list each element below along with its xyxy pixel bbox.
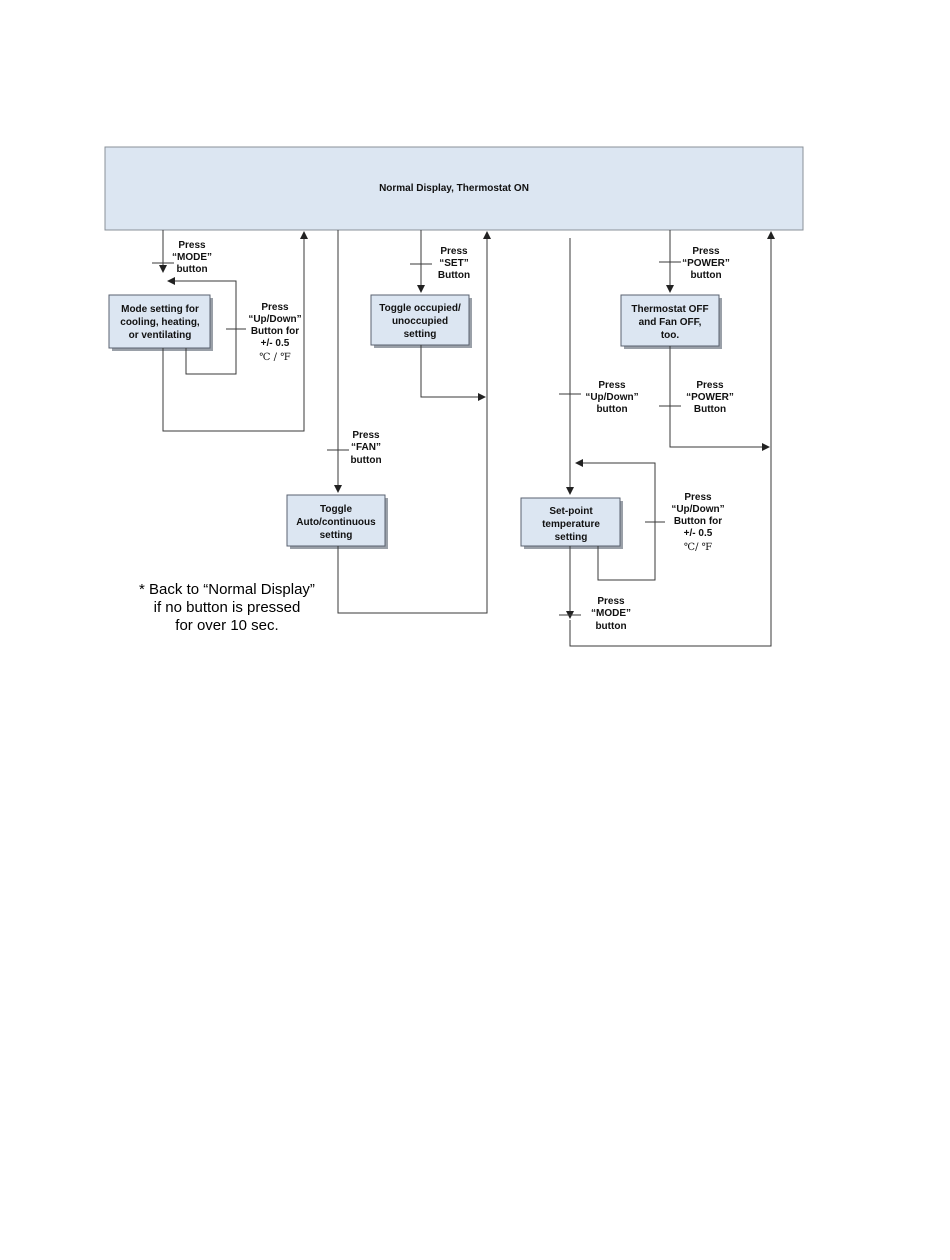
- off-box-line2: and Fan OFF,: [639, 317, 702, 328]
- thermostat-off-box: [620, 294, 720, 347]
- normal-display-box: [104, 146, 804, 231]
- off-box-line1: Thermostat OFF: [631, 304, 708, 315]
- svg-text:Button for: Button for: [251, 326, 299, 337]
- svg-text:“FAN”: “FAN”: [351, 442, 381, 453]
- fan-toggle-box: [286, 494, 386, 547]
- svg-text:Press: Press: [597, 596, 625, 607]
- svg-text:“MODE”: “MODE”: [591, 608, 631, 619]
- svg-text:“Up/Down”: “Up/Down”: [248, 314, 301, 325]
- svg-text:Press: Press: [684, 492, 712, 503]
- fan-return-line: [337, 231, 491, 614]
- svg-text:Press: Press: [598, 380, 626, 391]
- mode-box-line1: Mode setting for: [121, 304, 199, 315]
- svg-text:Press: Press: [261, 302, 289, 313]
- setpoint-box-line3: setting: [555, 532, 588, 543]
- occupied-box-line1: Toggle occupied/: [379, 303, 461, 314]
- svg-text:button: button: [690, 270, 721, 281]
- setpoint-return-line: [569, 231, 775, 647]
- svg-text:button: button: [595, 621, 626, 632]
- setpoint-box-line1: Set-point: [549, 506, 593, 517]
- svg-text:“POWER”: “POWER”: [682, 258, 730, 269]
- press-set-label: Press “SET” Button: [438, 246, 470, 281]
- svg-text:Button: Button: [694, 404, 726, 415]
- svg-text:Button for: Button for: [674, 516, 722, 527]
- svg-text:Press: Press: [178, 240, 206, 251]
- press-power-label-1: Press “POWER” button: [682, 246, 730, 281]
- press-updown-label-3: Press “Up/Down” Button for +/- 0.5 ℃/ ℉: [671, 492, 724, 553]
- mode-updown-loop: [167, 277, 237, 375]
- set-return-line: [420, 345, 486, 401]
- svg-text:Press: Press: [352, 430, 380, 441]
- mode-box-line3: or ventilating: [129, 330, 192, 341]
- svg-text:button: button: [176, 264, 207, 275]
- mode-box-line2: cooling, heating,: [120, 317, 200, 328]
- normal-display-title: Normal Display, Thermostat ON: [379, 183, 529, 194]
- press-mode-label: Press “MODE” button: [172, 240, 212, 275]
- svg-text:“Up/Down”: “Up/Down”: [671, 504, 724, 515]
- svg-text:“MODE”: “MODE”: [172, 252, 212, 263]
- press-updown-label-2: Press “Up/Down” button: [585, 380, 638, 415]
- svg-text:Press: Press: [692, 246, 720, 257]
- press-power-label-2: Press “POWER” Button: [686, 380, 734, 415]
- svg-text:“SET”: “SET”: [439, 258, 468, 269]
- svg-text:* Back to “Normal Display”: * Back to “Normal Display”: [139, 581, 315, 598]
- svg-text:Button: Button: [438, 270, 470, 281]
- press-mode-label-2: Press “MODE” button: [591, 596, 631, 632]
- occupied-box-line2: unoccupied: [392, 316, 448, 327]
- timeout-note: * Back to “Normal Display” if no button …: [139, 581, 315, 634]
- fan-box-line1: Toggle: [320, 504, 352, 515]
- svg-text:“POWER”: “POWER”: [686, 392, 734, 403]
- occupied-box-line3: setting: [404, 329, 437, 340]
- setpoint-box: [520, 497, 621, 547]
- svg-text:Press: Press: [696, 380, 724, 391]
- setpoint-box-line2: temperature: [542, 519, 600, 530]
- press-updown-label-1: Press “Up/Down” Button for +/- 0.5 ℃ / ℉: [248, 302, 301, 363]
- svg-text:for over 10 sec.: for over 10 sec.: [175, 617, 278, 634]
- svg-text:℃ / ℉: ℃ / ℉: [259, 352, 290, 363]
- mode-return-line: [162, 231, 308, 432]
- press-fan-label: Press “FAN” button: [350, 430, 381, 466]
- svg-text:+/- 0.5: +/- 0.5: [261, 338, 290, 349]
- svg-text:button: button: [350, 455, 381, 466]
- svg-text:“Up/Down”: “Up/Down”: [585, 392, 638, 403]
- occupied-toggle-box: [370, 294, 470, 346]
- fan-box-line3: setting: [320, 530, 353, 541]
- off-box-line3: too.: [661, 330, 680, 341]
- svg-text:+/- 0.5: +/- 0.5: [684, 528, 713, 539]
- svg-text:Press: Press: [440, 246, 468, 257]
- setpoint-updown-loop: [575, 459, 656, 581]
- svg-text:℃/ ℉: ℃/ ℉: [684, 542, 712, 553]
- power-return-line: [669, 346, 770, 451]
- fan-box-line2: Auto/continuous: [296, 517, 376, 528]
- svg-text:if no button is pressed: if no button is pressed: [154, 599, 301, 616]
- svg-text:button: button: [596, 404, 627, 415]
- mode-setting-box: [108, 294, 211, 349]
